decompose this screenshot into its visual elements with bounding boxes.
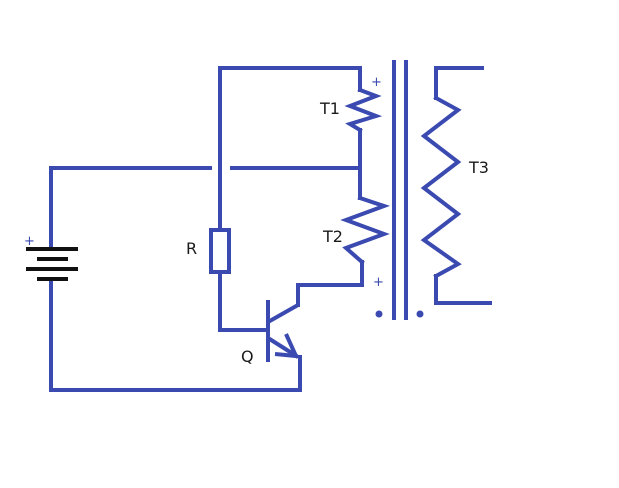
- label-q: Q: [241, 347, 254, 366]
- battery-plus-sign: +: [24, 234, 35, 249]
- t2-plus-sign: +: [373, 275, 384, 290]
- wire-t3-bottom: [434, 274, 492, 305]
- coil-t1: [344, 87, 383, 133]
- wire-t3-top: [434, 66, 484, 100]
- label-t2: T2: [322, 227, 343, 246]
- label-t3: T3: [468, 158, 489, 177]
- wire-resistor-top: [218, 66, 362, 232]
- polarity-dot-icon: [416, 310, 424, 318]
- wire-resistor-bottom: [218, 270, 270, 332]
- t1-plus-sign: +: [371, 75, 382, 90]
- wire-battery-bottom: [49, 278, 302, 392]
- transformer-core-icon: [392, 60, 408, 320]
- wire-battery-top: [49, 166, 212, 250]
- label-r: R: [186, 239, 197, 258]
- npn-transistor-icon: [266, 300, 300, 362]
- battery-icon: [26, 247, 78, 281]
- label-t1: T1: [319, 99, 340, 118]
- polarity-dot-icon: [375, 310, 383, 318]
- emitter-arrow-icon: [274, 333, 300, 359]
- coil-t2: [340, 195, 391, 265]
- wires: [49, 66, 492, 392]
- transistor-collector: [267, 303, 299, 324]
- resistor-icon: [209, 228, 231, 274]
- coil-t3: [420, 95, 462, 279]
- wire-t2-collector: [296, 260, 364, 307]
